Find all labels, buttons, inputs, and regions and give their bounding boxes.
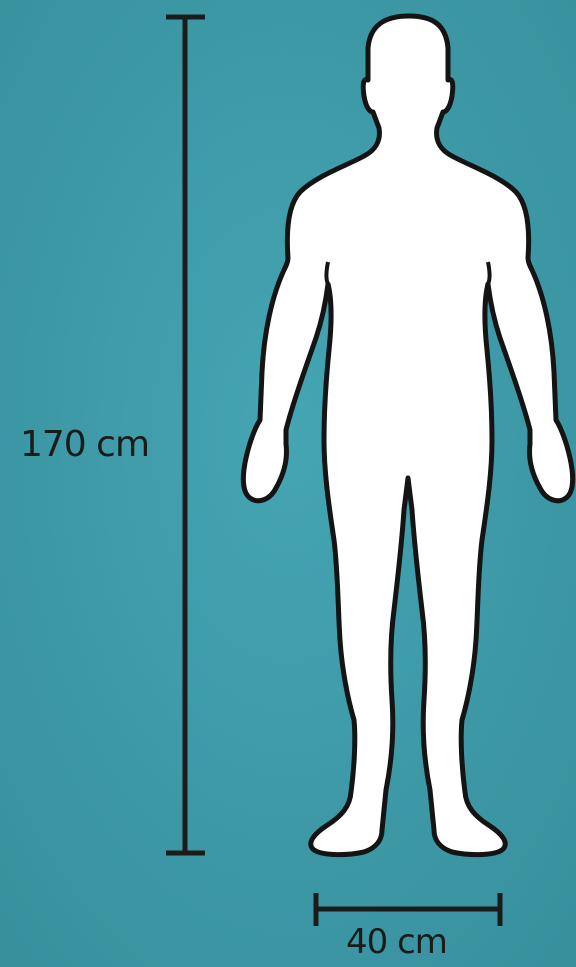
right-arm-inner-line xyxy=(488,262,490,284)
width-label: 40 cm xyxy=(346,922,447,962)
left-arm-inner-line xyxy=(327,262,329,284)
height-label: 170 cm xyxy=(20,424,149,465)
